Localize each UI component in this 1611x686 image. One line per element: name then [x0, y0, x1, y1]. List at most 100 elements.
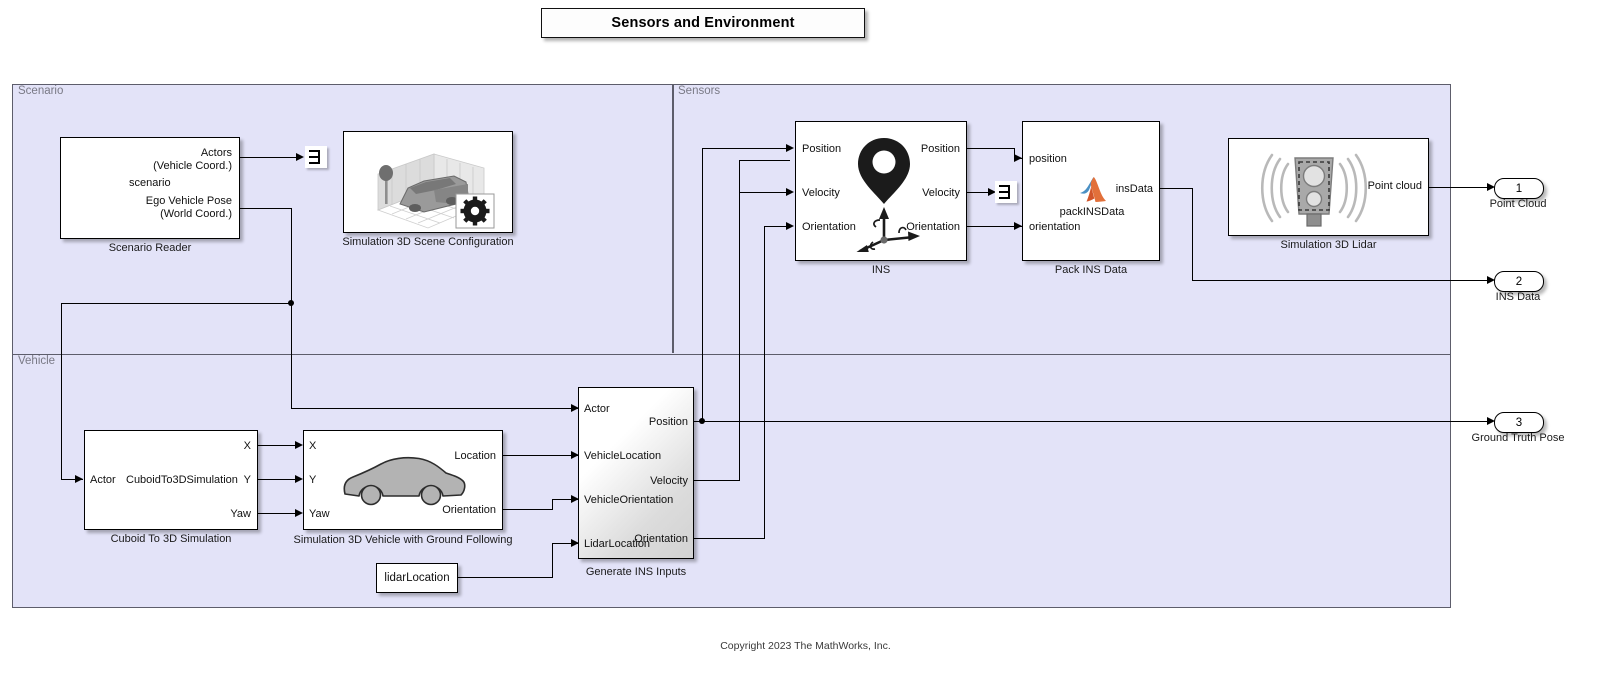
- wire-veh-orientation-v: [552, 499, 553, 509]
- wire-ins-vel-to-term: [967, 192, 991, 193]
- page-title: Sensors and Environment: [611, 15, 795, 31]
- arrow-cuboid-actor: [75, 474, 83, 483]
- port-label-veh-yaw: Yaw: [309, 508, 330, 520]
- wire-ins-pos-to-pack: [967, 148, 1015, 149]
- port-label-ins-in-orientation: Orientation: [802, 221, 856, 233]
- block-pack-ins-data[interactable]: position orientation insData packINSData: [1022, 121, 1160, 261]
- wire-pointcloud-out: [1429, 187, 1489, 188]
- port-label-ins-out-velocity: Velocity: [922, 187, 960, 199]
- port-label-ins-in-position: Position: [802, 143, 842, 155]
- vehicle-side-icon: [343, 456, 466, 506]
- caption-simulation-3d-lidar: Simulation 3D Lidar: [1280, 239, 1377, 251]
- port-label-pack-out-insdata: insData: [1115, 183, 1153, 195]
- wire-insdata-to-port: [1192, 280, 1489, 281]
- wire-ins-velocity-top: [739, 160, 790, 161]
- wire-veh-location: [503, 455, 578, 456]
- port-label-genins-velocity: Velocity: [650, 475, 688, 487]
- terminator-ins-velocity[interactable]: [995, 181, 1017, 203]
- wire-cuboid-y: [258, 479, 300, 480]
- arrow-ins-velocity: [786, 187, 794, 196]
- caption-scenario-reader: Scenario Reader: [108, 242, 192, 254]
- arrow-pack-position: [1014, 153, 1022, 162]
- port-label-cuboid-yaw: Yaw: [230, 508, 251, 520]
- wire-ins-velocity-in: [739, 192, 790, 193]
- outport-3-label: Ground Truth Pose: [1471, 432, 1565, 444]
- outport-1-label: Point Cloud: [1489, 198, 1547, 210]
- wire-groundtruth: [694, 421, 1489, 422]
- region-label-sensors: Sensors: [678, 85, 721, 97]
- wire-lidarloc-v: [552, 543, 553, 577]
- wire-ego-branch-left: [61, 303, 292, 304]
- block-lidar-location-constant[interactable]: lidarLocation: [376, 563, 458, 593]
- block-generate-ins-inputs[interactable]: Actor VehicleLocation VehicleOrientation…: [578, 387, 694, 559]
- wire-ins-pos-drop: [1014, 148, 1015, 158]
- wire-ins-velocity-riser: [739, 160, 740, 480]
- arrow-outport-insdata: [1487, 275, 1495, 284]
- caption-cuboid-to-3d-simulation: Cuboid To 3D Simulation: [110, 533, 232, 545]
- port-label-pack-in-position: position: [1029, 153, 1067, 165]
- scene-configuration-icon: [376, 153, 495, 229]
- block-cuboid-to-3d-simulation[interactable]: Actor CuboidTo3DSimulation X Y Yaw: [84, 430, 258, 530]
- port-label-ego-vehicle-pose: Ego Vehicle Pose (World Coord.): [145, 195, 232, 220]
- ins-icon: [856, 138, 920, 252]
- port-label-genins-vehicleorientation: VehicleOrientation: [584, 494, 674, 506]
- port-label-pack-center: packINSData: [1059, 206, 1125, 218]
- terminator-actors[interactable]: [305, 146, 327, 168]
- region-label-vehicle: Vehicle: [18, 355, 56, 367]
- arrow-actors-terminator: [296, 152, 304, 161]
- arrow-pack-orientation: [1014, 221, 1022, 230]
- port-label-genins-lidarlocation: LidarLocation: [584, 538, 651, 550]
- port-label-scenario: scenario: [129, 177, 171, 189]
- caption-pack-ins-data: Pack INS Data: [1054, 264, 1128, 276]
- caption-scene-configuration: Simulation 3D Scene Configuration: [342, 236, 514, 248]
- arrow-genins-vehiclelocation: [571, 450, 579, 459]
- copyright-text: Copyright 2023 The MathWorks, Inc.: [720, 640, 891, 652]
- wire-ins-velocity-bottom: [694, 480, 740, 481]
- wire-ins-position-top: [702, 148, 790, 149]
- wire-actors-to-terminator: [240, 157, 298, 158]
- outport-2-ins-data[interactable]: 2: [1494, 271, 1544, 292]
- wire-ins-ori-to-pack: [967, 226, 1014, 227]
- wire-ego-to-cuboid: [61, 479, 83, 480]
- arrow-outport-groundtruth: [1487, 416, 1495, 425]
- wire-insdata-out: [1160, 188, 1193, 189]
- arrow-genins-actor: [571, 403, 579, 412]
- port-label-veh-orientation: Orientation: [442, 504, 496, 516]
- block-ins[interactable]: Position Velocity Orientation Position V…: [795, 121, 967, 261]
- region-scenario-sensors: [12, 84, 1451, 356]
- lidar-sensor-icon: [1261, 153, 1367, 227]
- wire-ins-orientation-riser: [764, 226, 765, 538]
- region-label-scenario: Scenario: [18, 85, 64, 97]
- outport-2-label: INS Data: [1495, 291, 1541, 303]
- block-scenario-reader[interactable]: Actors (Vehicle Coord.) scenario Ego Veh…: [60, 137, 240, 239]
- matlab-logo-icon: [1080, 177, 1106, 202]
- block-scene-configuration[interactable]: [343, 131, 513, 233]
- port-label-ins-out-orientation: Orientation: [906, 221, 960, 233]
- port-label-cuboid-actor: Actor: [90, 474, 116, 486]
- arrow-ins-position: [786, 143, 794, 152]
- port-label-ins-in-velocity: Velocity: [802, 187, 840, 199]
- arrow-veh3d-y: [295, 474, 303, 483]
- port-label-pack-in-orientation: orientation: [1029, 221, 1081, 233]
- caption-simulation-3d-vehicle: Simulation 3D Vehicle with Ground Follow…: [293, 534, 513, 546]
- wire-cuboid-x: [258, 445, 300, 446]
- outport-3-ground-truth-pose[interactable]: 3: [1494, 412, 1544, 433]
- block-simulation-3d-lidar[interactable]: Point cloud: [1228, 138, 1429, 236]
- arrow-ins-velocity-terminator: [988, 187, 996, 196]
- diagram-title-banner: Sensors and Environment: [541, 8, 865, 38]
- wire-veh-orientation-a: [503, 509, 553, 510]
- wire-ego-to-genins: [291, 408, 578, 409]
- wire-ins-position-riser: [702, 148, 703, 421]
- wire-insdata-down: [1192, 188, 1193, 280]
- port-label-veh-location: Location: [454, 450, 496, 462]
- port-label-actors: Actors (Vehicle Coord.): [153, 147, 232, 172]
- port-label-genins-actor: Actor: [584, 403, 610, 415]
- wire-ego-out: [240, 208, 292, 209]
- wire-cuboid-yaw: [258, 513, 300, 514]
- arrow-veh3d-x: [295, 440, 303, 449]
- port-label-genins-vehiclelocation: VehicleLocation: [584, 450, 662, 462]
- outport-1-point-cloud[interactable]: 1: [1494, 178, 1544, 199]
- caption-generate-ins-inputs: Generate INS Inputs: [585, 566, 687, 578]
- block-simulation-3d-vehicle[interactable]: X Y Yaw Location Orientation: [303, 430, 503, 530]
- wire-ins-velocity-stub: [739, 160, 740, 192]
